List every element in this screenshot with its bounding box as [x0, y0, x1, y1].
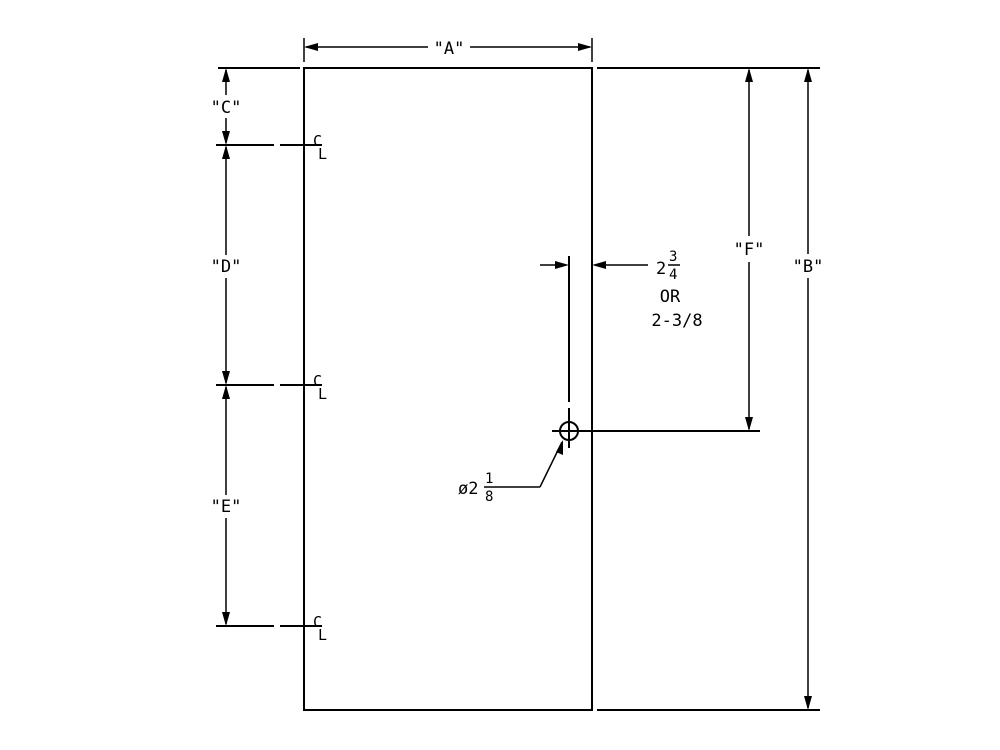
- backset-or: OR: [660, 287, 681, 307]
- hinge-centerline-bottom: C L: [216, 613, 327, 644]
- bore-diameter-numerator: 1: [485, 471, 493, 487]
- hinge-centerline-middle: C L: [216, 372, 327, 403]
- svg-text:L: L: [318, 145, 327, 163]
- dimension-a-label: "A": [434, 39, 465, 59]
- door-outline: [303, 67, 593, 711]
- dimension-c-label: "C": [211, 98, 242, 118]
- svg-text:L: L: [318, 385, 327, 403]
- dimension-e: "E": [211, 385, 242, 626]
- backset-denominator: 4: [669, 267, 677, 283]
- dimension-backset: 2 3 4 OR 2-3/8: [540, 249, 703, 331]
- backset-numerator: 3: [669, 249, 677, 265]
- bore-diameter-callout: ø2 1 8: [458, 440, 563, 505]
- svg-text:L: L: [318, 626, 327, 644]
- backset-alternate: 2-3/8: [651, 311, 702, 331]
- bore-diameter-prefix: ø2: [458, 479, 478, 499]
- backset-whole: 2: [656, 259, 666, 279]
- dimension-b-label: "B": [793, 257, 824, 277]
- dimension-c: "C": [211, 68, 242, 145]
- dimension-d: "D": [211, 145, 242, 385]
- svg-text:C: C: [313, 372, 322, 390]
- dimension-b: "B": [793, 68, 824, 710]
- dimension-d-label: "D": [211, 257, 242, 277]
- dimension-f: "F": [734, 68, 765, 431]
- dimension-e-label: "E": [211, 497, 242, 517]
- svg-text:C: C: [313, 132, 322, 150]
- bore-diameter-denominator: 8: [485, 489, 493, 505]
- bore-hole: [559, 421, 579, 441]
- hinge-centerline-top: C L: [216, 132, 327, 163]
- dimension-f-label: "F": [734, 240, 765, 260]
- svg-text:C: C: [313, 613, 322, 631]
- dimension-a: "A": [303, 38, 593, 62]
